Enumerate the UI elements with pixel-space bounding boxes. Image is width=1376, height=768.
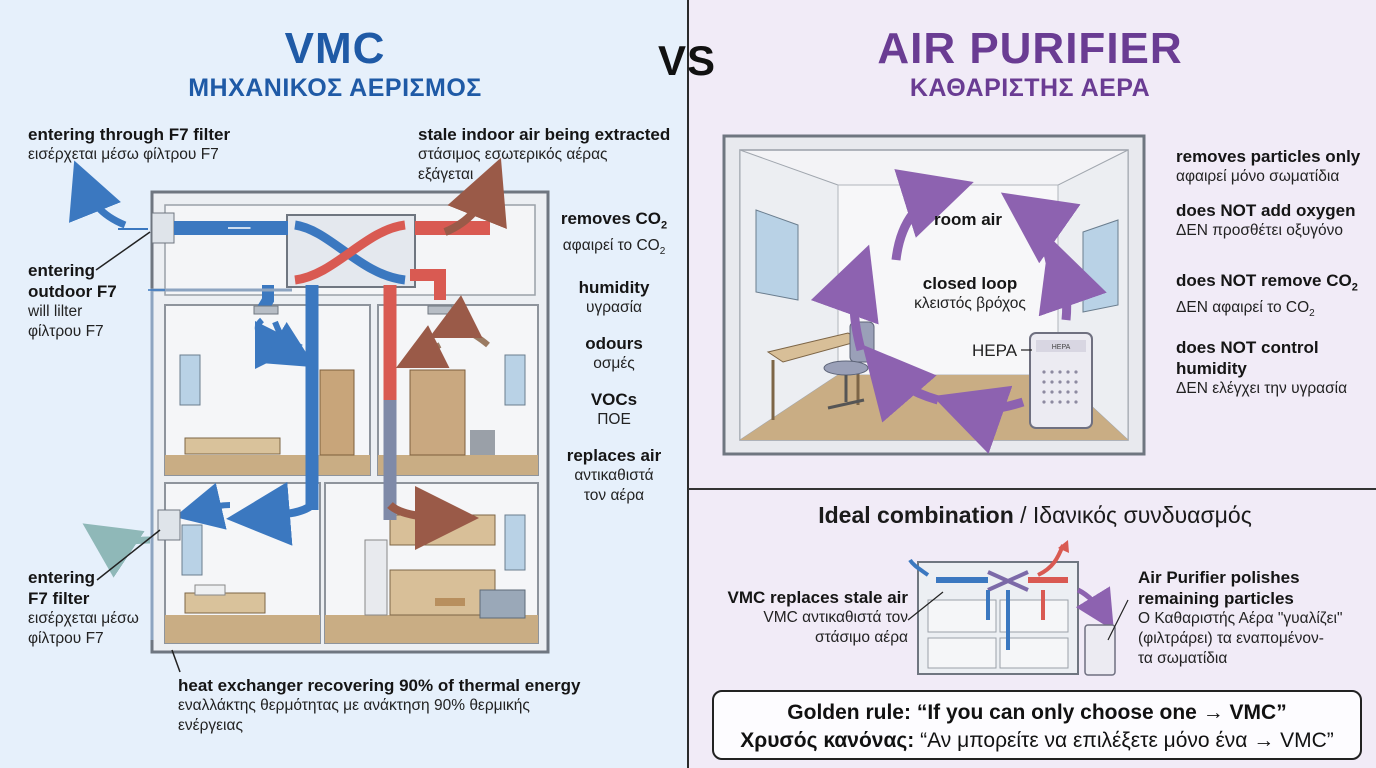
benefit-co2-gr: αφαιρεί το CO2 — [562, 237, 666, 258]
fact-humidity-gr: ΔΕΝ ελέγχει την υγρασία — [1176, 380, 1348, 398]
label-heat-exchanger: heat exchanger recovering 90% of thermal… — [178, 675, 598, 736]
fact-co2-gr: ΔΕΝ αφαιρεί το CO2 — [1176, 299, 1315, 320]
vmc-house-diagram — [69, 157, 550, 673]
label-outdoor-f7: entering outdoor F7 will lilter φίλτρου … — [28, 260, 148, 342]
combination-purifier-gr-3: τα σωματίδια — [1138, 650, 1228, 667]
label-stale-air-gr-2: εξάγεται — [418, 166, 474, 183]
horizontal-divider — [688, 488, 1376, 490]
fact-oxygen-en: does NOT add oxygen — [1176, 201, 1356, 220]
vs-label: VS — [658, 37, 717, 84]
label-outdoor-en-2: outdoor F7 — [28, 282, 117, 301]
vertical-divider — [687, 0, 689, 768]
label-heat-en: heat exchanger recovering 90% of thermal… — [178, 676, 581, 695]
purifier-facts: removes particles only αφαιρεί μόνο σωμα… — [1176, 146, 1371, 399]
label-f7-bottom: entering F7 filter εισέρχεται μέσω φίλτρ… — [28, 567, 168, 649]
combination-title-gr: Ιδανικός συνδυασμός — [1032, 502, 1252, 528]
combination-title-en: Ideal combination — [818, 502, 1014, 528]
benefit-humidity-gr: υγρασία — [586, 299, 642, 317]
benefit-odours-en: odours — [585, 334, 643, 354]
combination-purifier-en-2: remaining particles — [1138, 589, 1294, 608]
label-stale-air-en: stale indoor air being extracted — [418, 125, 671, 144]
label-f7-top-gr: εισέρχεται μέσω φίλτρου F7 — [28, 146, 219, 163]
fact-particles-gr: αφαιρεί μόνο σωματίδια — [1176, 168, 1340, 185]
golden-rule-en: Golden rule: “If you can only choose one… — [787, 701, 1287, 724]
benefit-replaces-gr-2: τον αέρα — [583, 487, 645, 505]
label-f7-bottom-gr-1: εισέρχεται μέσω — [28, 610, 139, 627]
combination-separator: / — [1013, 502, 1033, 528]
label-f7-top: entering through F7 filter εισέρχεται μέ… — [28, 124, 288, 165]
fact-particles-en: removes particles only — [1176, 147, 1361, 166]
combination-title: Ideal combination / Ιδανικός συνδυασμός — [700, 502, 1370, 529]
fact-humidity-en-2: humidity — [1176, 359, 1247, 379]
label-room-air: room air — [933, 210, 1003, 229]
air-purifier-subtitle: ΚΑΘΑΡΙΣΤΗΣ ΑΕΡΑ — [909, 74, 1151, 102]
label-stale-air-gr-1: στάσιμος εσωτερικός αέρας — [418, 146, 608, 163]
air-purifier-title: AIR PURIFIER — [877, 24, 1183, 73]
combination-purifier-gr-1: Ο Καθαριστής Αέρα "γυαλίζει" — [1138, 610, 1343, 627]
benefit-replaces-en: replaces air — [566, 446, 662, 466]
benefit-odours-gr: οσμές — [593, 355, 635, 373]
vmc-benefits-list: removes CO2 αφαιρεί το CO2 humidity υγρα… — [548, 208, 680, 506]
golden-rule-gr: Χρυσός κανόνας: “Αν μπορείτε να επιλέξετ… — [740, 729, 1334, 752]
vmc-title: VMC — [284, 24, 386, 73]
benefit-vocs-gr: ΠΟΕ — [597, 411, 631, 429]
label-f7-bottom-en-1: entering — [28, 568, 96, 587]
label-hepa: HEPA — [972, 341, 1018, 360]
fact-oxygen-gr: ΔΕΝ προσθέτει οξυγόνο — [1176, 222, 1343, 239]
benefit-co2-en: removes CO2 — [560, 209, 668, 232]
label-closed-loop: closed loop κλειστός βρόχος — [895, 273, 1045, 314]
label-heat-gr-2: ενέργειας — [178, 717, 243, 734]
combination-vmc-en: VMC replaces stale air — [727, 588, 908, 607]
combination-purifier-note: Air Purifier polishes remaining particle… — [1138, 567, 1368, 669]
label-f7-top-en: entering through F7 filter — [28, 125, 231, 144]
combination-purifier-gr-2: (φιλτράρει) τα εναπομένον- — [1138, 630, 1324, 647]
benefit-vocs-en: VOCs — [590, 390, 638, 410]
label-outdoor-en-1: entering — [28, 261, 96, 280]
benefit-replaces-gr-1: αντικαθιστά — [574, 467, 654, 485]
label-stale-air: stale indoor air being extracted στάσιμο… — [418, 124, 680, 185]
label-closed-loop-en: closed loop — [922, 274, 1018, 293]
fact-humidity-en-1: does NOT control — [1176, 338, 1319, 358]
purifier-room-diagram: HEPA — [722, 134, 1146, 676]
golden-rule-box: Golden rule: “If you can only choose one… — [712, 690, 1362, 760]
combination-vmc-note: VMC replaces stale air VMC αντικαθιστά τ… — [710, 587, 908, 648]
label-heat-gr-1: εναλλάκτης θερμότητας με ανάκτηση 90% θε… — [178, 697, 530, 714]
label-closed-loop-gr: κλειστός βρόχος — [914, 295, 1026, 312]
benefit-humidity-en: humidity — [578, 278, 650, 298]
combination-vmc-gr-2: στάσιμο αέρα — [815, 629, 908, 646]
device-label: HEPA — [1052, 344, 1071, 351]
fact-co2-en: does NOT remove CO2 — [1176, 271, 1358, 294]
combination-vmc-gr-1: VMC αντικαθιστά τον — [763, 609, 908, 626]
label-outdoor-gr-1: will lilter — [28, 303, 83, 320]
label-f7-bottom-en-2: F7 filter — [28, 589, 90, 608]
label-outdoor-gr-2: φίλτρου F7 — [28, 323, 104, 340]
combination-purifier-en-1: Air Purifier polishes — [1138, 568, 1300, 587]
label-f7-bottom-gr-2: φίλτρου F7 — [28, 630, 104, 647]
vmc-subtitle: ΜΗΧΑΝΙΚΟΣ ΑΕΡΙΣΜΟΣ — [188, 74, 482, 102]
